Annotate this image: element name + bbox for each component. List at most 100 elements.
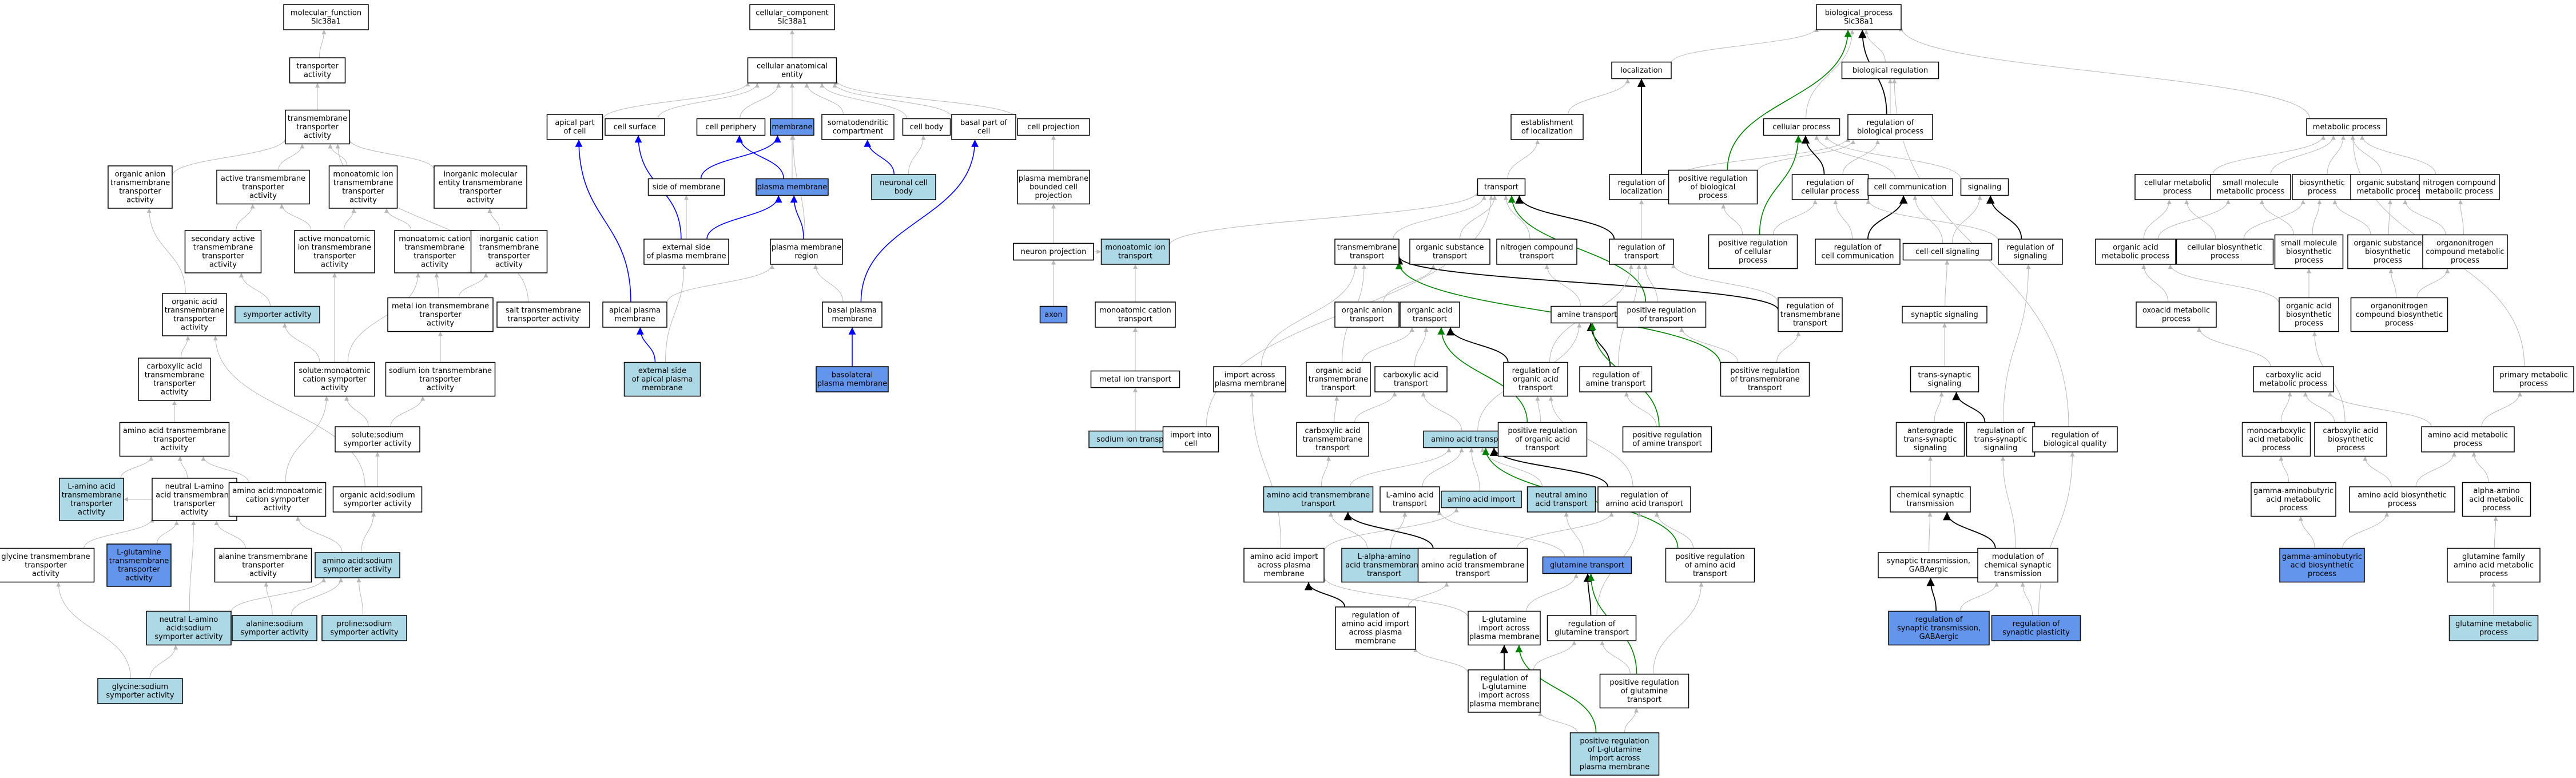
go-term-label: activity — [32, 570, 59, 578]
edge-isa — [1383, 264, 1436, 303]
go-term-label: neutral L-amino — [165, 483, 224, 491]
go-term-box — [283, 4, 369, 30]
go-term-label: transporter — [202, 252, 244, 261]
go-term-box — [1791, 174, 1869, 200]
go-term-label: primary metabolic — [2499, 371, 2567, 380]
go-term-box — [1334, 239, 1400, 265]
go-term-label: transmembrane — [110, 179, 170, 188]
go-term-box — [770, 239, 843, 265]
go-term-box — [152, 478, 237, 521]
go-term-label: acid transmembrane — [1345, 561, 1423, 570]
edge-isa — [2212, 135, 2326, 175]
edge-isa — [2243, 199, 2305, 240]
go-term-label: cell surface — [614, 123, 657, 132]
go-term-label: establishment — [1521, 119, 1573, 128]
edge-isa — [180, 335, 190, 359]
go-term-box — [1597, 486, 1691, 513]
go-term-label: transporter — [153, 380, 196, 388]
go-term-label: metabolic process — [2313, 123, 2381, 132]
edge-isa — [2038, 451, 2075, 616]
go-term-label: glutamine transport — [1550, 561, 1624, 570]
go-term-box — [1977, 547, 2058, 583]
edge-isa — [1362, 327, 1414, 363]
go-term-label: regulation of — [2013, 620, 2060, 629]
go-term-label: process — [2162, 315, 2191, 324]
go-term-label: process — [2163, 188, 2192, 196]
go-term-label: compound biosynthetic — [2356, 311, 2443, 319]
go-term-label: neuron projection — [1021, 248, 1087, 256]
edge-isa — [189, 520, 196, 612]
go-term-box — [216, 169, 310, 205]
edge-isa — [434, 272, 439, 298]
go-term-label: amino acid import — [1448, 495, 1516, 504]
go-term-box — [1599, 673, 1689, 709]
go-term-box — [2274, 234, 2344, 269]
go-term-box — [335, 426, 420, 452]
go-term-label: process — [2262, 444, 2291, 452]
go-term-box — [602, 301, 667, 328]
go-term-aatm: amino acid transmembranetransporteractiv… — [119, 422, 230, 457]
go-term-label: active monoatomic — [299, 235, 371, 244]
edge-isa — [2388, 268, 2397, 298]
go-term-label: transport — [1394, 380, 1428, 388]
go-term-label: regulation of — [1618, 244, 1665, 252]
go-term-label: modulation of — [1992, 553, 2044, 561]
go-term-label: activity — [321, 261, 348, 269]
edge-reg — [1943, 511, 1996, 549]
edge-isa — [1421, 391, 1462, 431]
go-term-label: activity — [304, 132, 331, 140]
go-term-label: of L-glutamine — [1588, 746, 1641, 755]
go-term-box — [1306, 362, 1371, 397]
go-term-label: symporter activity — [243, 311, 311, 319]
go-term-label: side of membrane — [653, 183, 721, 192]
go-term-label: cellular process — [1801, 188, 1859, 196]
edge-isa — [1806, 29, 1855, 119]
go-term-label: nitrogen compound — [1500, 244, 1573, 252]
go-term-label: amino acid metabolic — [2454, 561, 2534, 570]
go-term-box — [647, 178, 725, 196]
node-layer: molecular_functionSlc38a1transporteracti… — [0, 4, 2574, 776]
go-term-box — [821, 114, 895, 140]
go-term-label: organic substance — [2354, 239, 2422, 248]
edge-isa — [1408, 582, 1449, 608]
go-term-label: cell communication — [1874, 183, 1946, 192]
go-term-box — [1542, 556, 1632, 574]
go-term-label: regulation of — [1568, 620, 1616, 629]
go-term-box — [871, 174, 936, 200]
go-term-label: transmembrane — [145, 371, 205, 380]
edge-isa — [2279, 456, 2289, 483]
go-term-label: activity — [427, 384, 454, 392]
edge-isa — [1899, 26, 2311, 119]
go-term-label: transport — [1525, 444, 1560, 452]
edge-isa — [2143, 199, 2172, 240]
go-term-label: symporter activity — [240, 629, 308, 637]
go-term-label: signaling — [1914, 444, 1947, 452]
go-term-label: inorganic cation — [479, 235, 539, 244]
go-term-label: process — [2388, 500, 2416, 509]
go-term-label: plasma membrane — [817, 380, 888, 388]
go-term-label: positive regulation — [1627, 307, 1696, 315]
go-term-label: neuronal cell — [880, 179, 928, 188]
edge-isa — [279, 204, 312, 231]
go-term-label: Slc38a1 — [777, 18, 807, 26]
edge-isa — [1350, 447, 1452, 487]
go-term-label: symporter activity — [323, 566, 391, 574]
go-term-box — [1609, 239, 1674, 265]
go-term-box — [2032, 426, 2118, 452]
go-term-label: transport — [1627, 696, 1661, 704]
